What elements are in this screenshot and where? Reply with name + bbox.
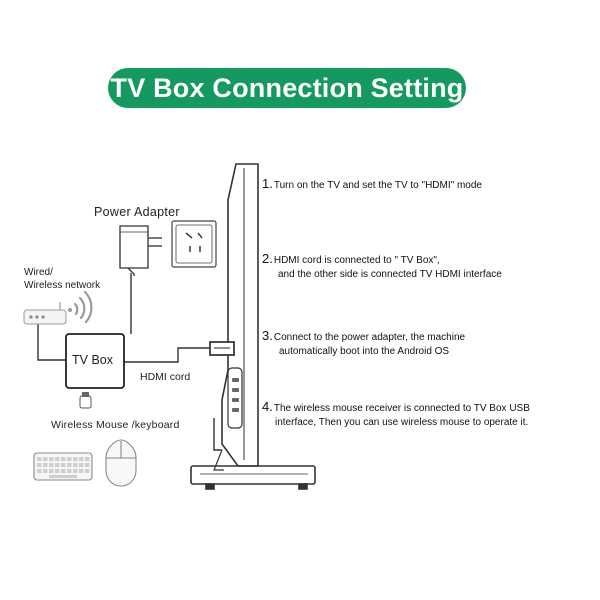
keyboard-key — [43, 463, 48, 467]
step-2-text-line2: and the other side is connected TV HDMI … — [278, 269, 502, 280]
step-4-text-line2: interface, Then you can use wireless mou… — [275, 417, 529, 428]
keyboard-spacebar — [49, 475, 77, 478]
keyboard-key — [61, 469, 66, 473]
keyboard-key — [49, 463, 54, 467]
keyboard-key — [73, 463, 78, 467]
step-3: 3.Connect to the power adapter, the mach… — [262, 329, 592, 359]
keyboard-key — [49, 457, 54, 461]
keyboard-key — [79, 457, 84, 461]
step-1: 1.Turn on the TV and set the TV to "HDMI… — [262, 177, 592, 193]
keyboard-key — [85, 463, 90, 467]
step-2-text-line1: HDMI cord is connected to " TV Box", — [273, 255, 440, 266]
keyboard-key — [61, 457, 66, 461]
keyboard-key — [67, 457, 72, 461]
mouse-icon — [105, 439, 137, 487]
hdmi-plug-icon — [209, 341, 235, 356]
keyboard-key — [79, 463, 84, 467]
keyboard-key — [67, 463, 72, 467]
tv-ports — [232, 378, 239, 412]
keyboard-key — [55, 463, 60, 467]
step-1-text: Turn on the TV and set the TV to "HDMI" … — [273, 180, 482, 191]
keyboard-key — [79, 469, 84, 473]
keyboard-key — [67, 469, 72, 473]
keyboard-key — [85, 469, 90, 473]
step-3-number: 3. — [262, 328, 273, 343]
power-adapter-icon — [119, 225, 162, 276]
usb-receiver-icon — [79, 392, 92, 409]
keyboard-key — [37, 463, 42, 467]
wireless-mouse-label: Wireless Mouse /keyboard — [51, 419, 180, 431]
step-1-number: 1. — [262, 176, 273, 191]
keyboard-key — [55, 457, 60, 461]
keyboard-key — [37, 457, 42, 461]
wifi-icon — [68, 290, 93, 324]
hdmi-cord-label: HDMI cord — [140, 371, 191, 383]
cables — [37, 273, 210, 363]
tv-box-label: TV Box — [72, 353, 113, 367]
page-title: TV Box Connection Setting — [108, 68, 466, 108]
keyboard-icon — [33, 452, 93, 481]
keyboard-key — [73, 469, 78, 473]
step-3-text-line1: Connect to the power adapter, the machin… — [273, 332, 466, 343]
power-adapter-label: Power Adapter — [94, 205, 180, 219]
keyboard-key — [49, 469, 54, 473]
step-2: 2.HDMI cord is connected to " TV Box", a… — [262, 252, 592, 282]
step-3-text-line2: automatically boot into the Android OS — [279, 346, 450, 357]
keyboard-key — [43, 469, 48, 473]
wall-socket-icon — [171, 220, 217, 268]
network-label: Wired/ Wireless network — [24, 266, 100, 292]
router-icon — [23, 302, 67, 325]
keyboard-key — [61, 463, 66, 467]
tv-icon — [190, 163, 316, 490]
keyboard-key — [37, 469, 42, 473]
keyboard-key — [85, 457, 90, 461]
keyboard-key — [73, 457, 78, 461]
keyboard-key — [43, 457, 48, 461]
tv-box-device — [65, 333, 125, 389]
step-4-text-line1: The wireless mouse receiver is connected… — [273, 403, 530, 414]
step-2-number: 2. — [262, 251, 273, 266]
keyboard-key — [55, 469, 60, 473]
network-label-line2: Wireless network — [24, 280, 101, 291]
step-4-number: 4. — [262, 399, 273, 414]
network-label-line1: Wired/ — [24, 267, 53, 278]
step-4: 4.The wireless mouse receiver is connect… — [262, 400, 592, 430]
